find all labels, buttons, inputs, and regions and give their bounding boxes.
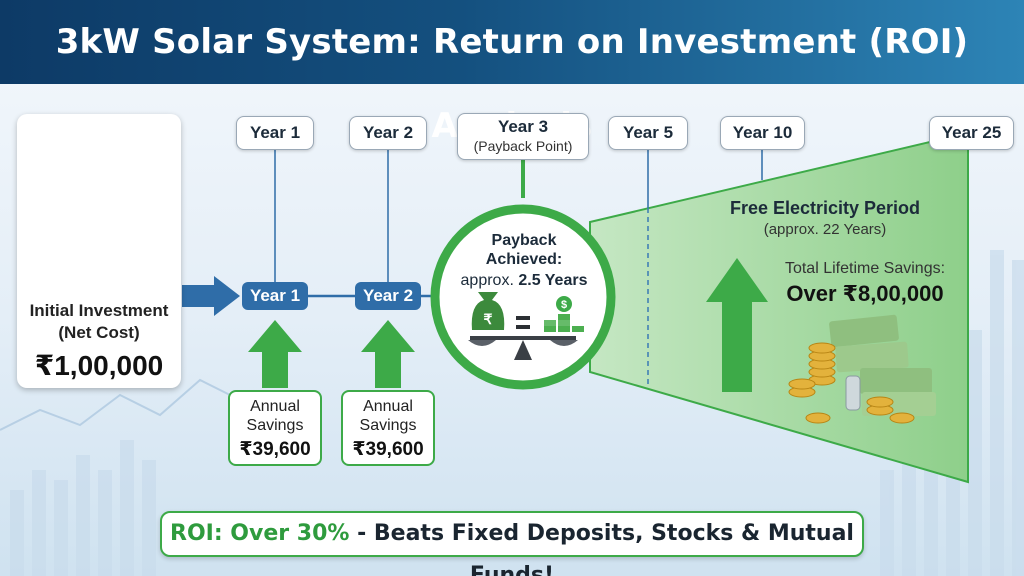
lifetime-savings-label: Total Lifetime Savings: xyxy=(784,260,946,277)
roi-highlight: ROI: Over 30% xyxy=(170,521,350,546)
free-period-title: Free Electricity Period xyxy=(729,198,921,218)
annual-savings-amount: ₹39,600 xyxy=(239,439,311,460)
payback-heading: Payback Achieved: xyxy=(485,232,563,268)
payback-value: approx. 2.5 Years xyxy=(460,272,588,289)
free-period-cone xyxy=(589,131,969,484)
svg-text:₹: ₹ xyxy=(484,311,493,327)
year25-label: Year 25 xyxy=(929,116,1014,150)
balance-scale-icon xyxy=(468,316,578,360)
up-arrow-icon xyxy=(706,258,768,392)
year3-title: Year 3 xyxy=(497,117,549,136)
up-arrow-icon xyxy=(248,320,302,388)
year3-note: (Payback Point) xyxy=(473,138,573,154)
roi-description: - Beats Fixed Deposits, Stocks & Mutual … xyxy=(349,521,854,576)
initial-investment-card: Initial Investment (Net Cost) ₹1,00,000 xyxy=(17,114,181,388)
up-arrow-icon xyxy=(361,320,415,388)
timeline-pill-year1: Year 1 xyxy=(242,282,308,310)
year3-label: Year 3 (Payback Point) xyxy=(457,113,589,160)
header-bar: 3kW Solar System: Return on Investment (… xyxy=(0,0,1024,146)
initial-investment-label: Initial Investment (Net Cost) xyxy=(29,301,169,342)
annual-savings-amount: ₹39,600 xyxy=(352,439,424,460)
year1-label: Year 1 xyxy=(236,116,314,150)
page-title: 3kW Solar System: Return on Investment (… xyxy=(55,22,969,146)
lifetime-savings-amount: Over ₹8,00,000 xyxy=(786,281,944,306)
right-arrow-icon xyxy=(182,276,240,316)
free-period-subtitle: (approx. 22 Years) xyxy=(763,221,887,238)
cash-coins-pile-icon xyxy=(788,314,936,424)
coin-stack-icon: $ xyxy=(544,296,584,332)
svg-text:$: $ xyxy=(561,299,567,311)
roi-summary-box: ROI: Over 30% - Beats Fixed Deposits, St… xyxy=(160,511,864,576)
year2-label: Year 2 xyxy=(349,116,427,150)
annual-savings-card-year1: Annual Savings ₹39,600 xyxy=(228,390,322,466)
timeline-pill-year2: Year 2 xyxy=(355,282,421,310)
year5-label: Year 5 xyxy=(608,116,688,150)
initial-investment-amount: ₹1,00,000 xyxy=(34,350,164,381)
year10-label: Year 10 xyxy=(720,116,805,150)
money-bag-icon: ₹ xyxy=(471,292,505,330)
annual-savings-card-year2: Annual Savings ₹39,600 xyxy=(341,390,435,466)
